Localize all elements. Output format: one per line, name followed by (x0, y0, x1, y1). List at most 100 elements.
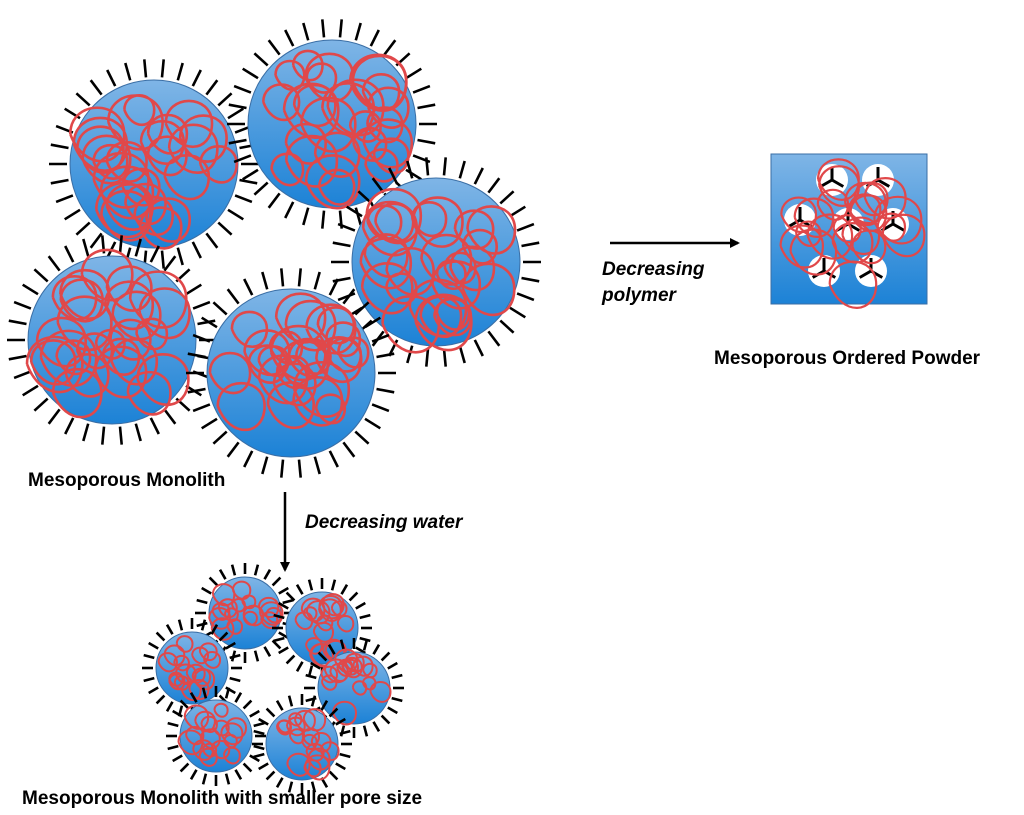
powder-polymer-chains (779, 158, 926, 309)
surfactant-tail (310, 661, 321, 670)
powder-polymer-chain (779, 158, 926, 309)
surfactant-tail (155, 631, 166, 642)
surfactant-tail (406, 160, 414, 179)
surfactant-tail (328, 707, 339, 718)
surfactant-tail (149, 245, 160, 263)
surfactant-tail (332, 241, 351, 248)
surfactant-tail (64, 417, 75, 435)
surfactant-tail (297, 459, 302, 478)
surfactant-tail (13, 300, 32, 310)
surfactant-tail (521, 241, 540, 248)
surfactant-tail (338, 19, 343, 38)
surfactant-tail (376, 352, 395, 359)
surfactant-tail (229, 676, 241, 683)
surfactant-tail (509, 205, 526, 218)
surfactant-tail (47, 255, 61, 272)
surfactant-tail (302, 207, 310, 226)
surfactant-tail (371, 403, 390, 413)
surfactant-tail (201, 417, 218, 430)
surfactant-tail (442, 348, 447, 367)
surfactant-tail (160, 250, 165, 269)
surfactant-tail (172, 709, 183, 718)
surfactant-tail (217, 92, 233, 107)
surfactant-tail (191, 69, 202, 87)
pore-tail (877, 178, 891, 188)
surfactant-tail (369, 29, 380, 47)
surfactant-tail (516, 292, 535, 302)
surfactant-tail (225, 641, 236, 650)
surfactant-tail (412, 84, 431, 94)
surfactant-tail (362, 725, 369, 737)
surfactant-tail (89, 232, 103, 249)
surfactant-tail (50, 143, 69, 150)
surfactant-tail (47, 408, 61, 425)
surfactant-tail (387, 661, 398, 670)
surfactant-tail (148, 641, 159, 650)
surfactant-tail (263, 646, 272, 657)
surfactant-tail (242, 699, 253, 710)
surfactant-tail (177, 619, 184, 631)
surfactant-tail (167, 744, 179, 751)
surfactant-tail (342, 288, 356, 305)
surfactant-tail (346, 205, 363, 218)
label-smaller-pore-monolith: Mesoporous Monolith with smaller pore si… (22, 788, 423, 809)
surfactant-tail (302, 22, 310, 41)
large-micelle-3 (331, 157, 541, 367)
surfactant-tail (499, 190, 515, 205)
surfactant-tail (321, 19, 326, 38)
surfactant-tail (8, 354, 27, 361)
surfactant-tail (185, 283, 202, 296)
surfactant-tail (253, 564, 260, 576)
surfactant-tail (75, 221, 91, 236)
small-micelle-6 (252, 694, 352, 794)
surfactant-tail (310, 781, 317, 793)
surfactant-tail (179, 762, 190, 773)
surfactant-tail (285, 654, 296, 665)
surfactant-tail (143, 59, 148, 78)
surfactant-tail (253, 752, 265, 759)
surfactant-tail (179, 699, 190, 710)
surfactant-tail (55, 194, 74, 204)
surfactant-tail (205, 232, 219, 249)
surfactant-tail (243, 278, 254, 296)
surfactant-tail (242, 762, 253, 773)
surfactant-tail (380, 651, 391, 662)
small-micelle-5 (166, 686, 266, 786)
surfactant-tail (22, 384, 39, 397)
surfactant-tail (228, 103, 247, 110)
surfactant-tail (163, 255, 177, 272)
surfactant-tail (425, 348, 430, 367)
surfactant-tail (265, 707, 276, 718)
surfactant-tail (295, 661, 304, 672)
surfactant-tail (64, 208, 81, 221)
surfactant-tail (163, 408, 177, 425)
surfactant-tail (487, 177, 501, 194)
surfactant-tail (8, 319, 27, 326)
surfactant-tail (143, 676, 155, 683)
surfactant-tail (249, 754, 260, 763)
surfactant-tail (278, 601, 289, 610)
surfactant-tail (417, 138, 436, 145)
surfactant-tail (134, 423, 142, 442)
small-pore-monolith-spheres (142, 563, 404, 794)
surfactant-tail (425, 157, 430, 176)
surfactant-tails (166, 686, 266, 786)
surfactant-tail (359, 636, 371, 643)
surfactant-tail (405, 67, 422, 80)
surfactant-tail (196, 621, 208, 628)
surfactant-tail (391, 696, 403, 703)
surfactant-tail (212, 301, 228, 316)
surfactant-tail (364, 417, 381, 430)
surfactant-tail (210, 624, 219, 635)
surfactant-tail (75, 92, 91, 107)
surfactant-tail (172, 754, 183, 763)
surfactant-tail (242, 67, 259, 80)
surfactant-tail (330, 579, 337, 591)
surfactant-tail (197, 319, 216, 326)
surfactant-tail (280, 268, 285, 287)
surfactant-tail (340, 584, 349, 595)
surfactant-tails (195, 563, 295, 663)
surfactant-tail (234, 194, 253, 204)
surfactant-tail (143, 653, 155, 660)
